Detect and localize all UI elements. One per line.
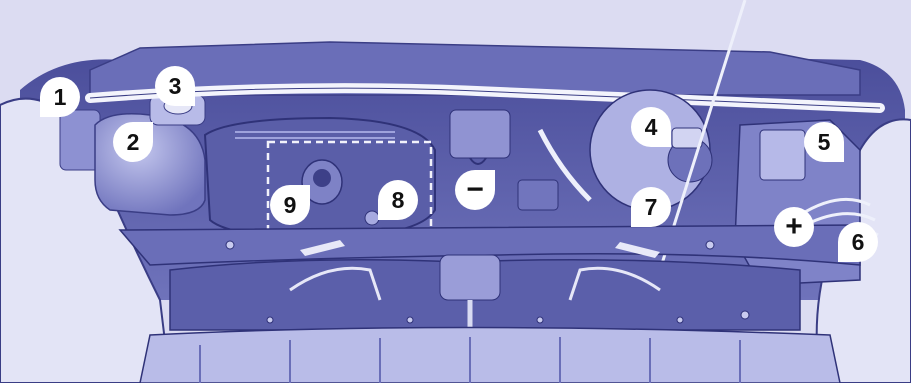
relay-block [518,180,558,210]
callout-1: 1 [40,77,80,117]
front-bumper [140,328,840,383]
hood-latch [440,255,500,300]
left-unit [60,110,100,170]
central-bracket [450,110,510,158]
callout-6: 6 [838,222,878,262]
oil-filler-cap [313,169,331,187]
callout-2: 2 [113,122,153,162]
callout-7: 7 [631,187,671,227]
callout-5: 5 [804,122,844,162]
dipstick-handle [365,211,379,225]
callout-8: 8 [378,180,418,220]
fuse-box [760,130,805,180]
battery-negative-callout: − [455,170,495,210]
battery-positive-callout: + [774,207,814,247]
callout-3: 3 [155,66,195,106]
callout-4: 4 [631,107,671,147]
callout-9: 9 [270,185,310,225]
brake-fluid-cap [672,128,702,148]
